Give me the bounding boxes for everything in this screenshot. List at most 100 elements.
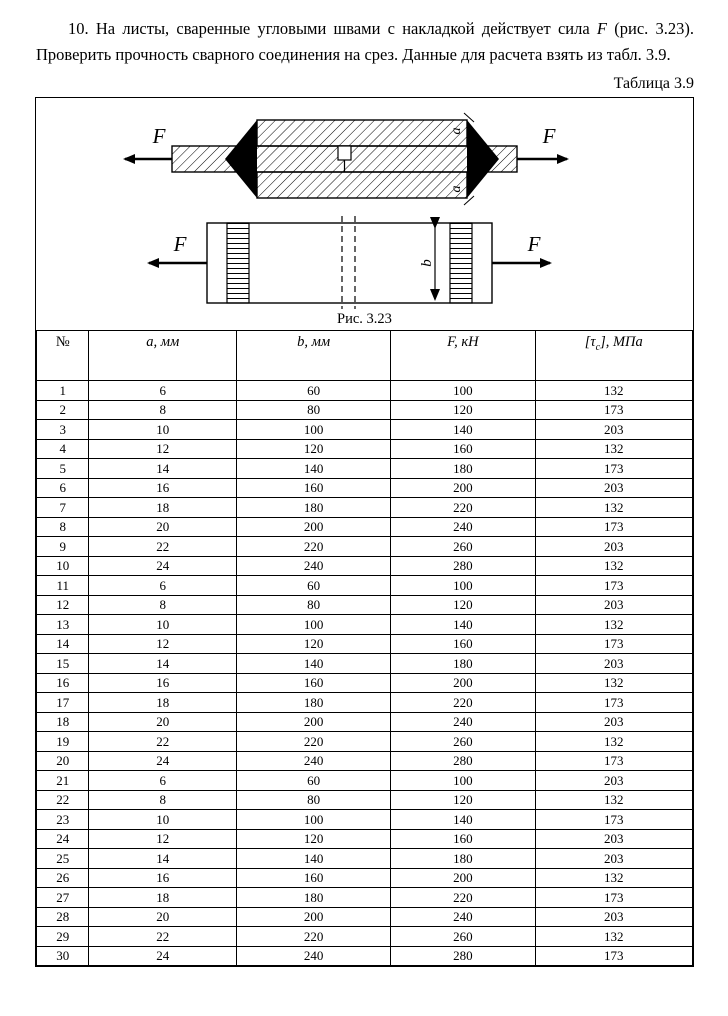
table-cell: 140 bbox=[236, 458, 392, 479]
table-cell: 180 bbox=[390, 848, 536, 869]
table-cell: 132 bbox=[534, 380, 694, 401]
table-cell: 6 bbox=[88, 770, 238, 791]
table-cell: 12 bbox=[35, 594, 90, 616]
table-cell: 14 bbox=[88, 458, 238, 479]
table-cell: 22 bbox=[35, 789, 90, 811]
table-cell: 140 bbox=[390, 809, 536, 830]
dim-a-tick-bottom bbox=[463, 195, 475, 206]
figure: F F a a b bbox=[36, 98, 693, 330]
table-cell: 140 bbox=[390, 614, 536, 635]
table-cell: 173 bbox=[534, 458, 694, 479]
table-cell: 12 bbox=[88, 828, 238, 850]
table-cell: 22 bbox=[88, 536, 238, 557]
table-cell: 240 bbox=[236, 555, 392, 577]
table-cell: 20 bbox=[88, 516, 238, 538]
table-cell: 12 bbox=[88, 438, 238, 460]
force-label-top-right: F bbox=[542, 124, 556, 148]
table-cell: 173 bbox=[534, 399, 694, 421]
table-cell: 160 bbox=[390, 633, 536, 655]
table-cell: 120 bbox=[236, 633, 392, 655]
table-cell: 180 bbox=[236, 887, 392, 908]
table-cell: 160 bbox=[236, 672, 392, 694]
col-header-tau: [τc], МПа bbox=[534, 330, 694, 382]
table-cell: 173 bbox=[534, 692, 694, 713]
table-cell: 10 bbox=[88, 614, 238, 635]
weld-fillet-left bbox=[225, 120, 257, 199]
table-cell: 4 bbox=[35, 438, 90, 460]
table-cell: 25 bbox=[35, 848, 90, 869]
table-cell: 18 bbox=[88, 887, 238, 908]
table-cell: 132 bbox=[534, 926, 694, 947]
table-cell: 100 bbox=[236, 809, 392, 830]
table-cell: 173 bbox=[534, 575, 694, 596]
table-cell: 20 bbox=[88, 906, 238, 928]
table-label: Таблица 3.9 bbox=[613, 75, 694, 93]
table-cell: 132 bbox=[534, 672, 694, 694]
table-cell: 203 bbox=[534, 770, 694, 791]
table-cell: 200 bbox=[236, 516, 392, 538]
table-cell: 180 bbox=[236, 497, 392, 518]
col-header-number: № bbox=[35, 330, 90, 382]
table-cell: 203 bbox=[534, 419, 694, 440]
table-cell: 24 bbox=[88, 750, 238, 772]
force-label-top-left: F bbox=[152, 124, 166, 148]
table-cell: 173 bbox=[534, 516, 694, 538]
tau-pre: [τ bbox=[584, 334, 596, 351]
table-cell: 220 bbox=[390, 497, 536, 518]
table-cell: 132 bbox=[534, 555, 694, 577]
table-cell: 16 bbox=[88, 477, 238, 499]
table-cell: 173 bbox=[534, 809, 694, 830]
table-cell: 240 bbox=[390, 711, 536, 733]
table-cell: 203 bbox=[534, 906, 694, 928]
table-cell: 1 bbox=[35, 380, 90, 401]
table-cell: 10 bbox=[35, 555, 90, 577]
table-cell: 160 bbox=[390, 438, 536, 460]
table-cell: 13 bbox=[35, 614, 90, 635]
table-cell: 200 bbox=[236, 711, 392, 733]
col-header-F: F, кН bbox=[390, 330, 536, 382]
table-cell: 203 bbox=[534, 477, 694, 499]
table-cell: 120 bbox=[390, 789, 536, 811]
table-cell: 100 bbox=[236, 614, 392, 635]
table-cell: 16 bbox=[88, 867, 238, 889]
table-cell: 120 bbox=[236, 828, 392, 850]
table-cell: 200 bbox=[236, 906, 392, 928]
table-cell: 29 bbox=[35, 926, 90, 947]
table-cell: 17 bbox=[35, 692, 90, 713]
problem-box: F F a a b bbox=[35, 97, 694, 968]
table-cell: 173 bbox=[534, 750, 694, 772]
table-cell: 16 bbox=[35, 672, 90, 694]
table-cell: 27 bbox=[35, 887, 90, 908]
table-cell: 60 bbox=[236, 380, 392, 401]
table-cell: 180 bbox=[236, 692, 392, 713]
table-cell: 80 bbox=[236, 789, 392, 811]
table-cell: 173 bbox=[534, 887, 694, 908]
table-cell: 132 bbox=[534, 731, 694, 752]
table-cell: 26 bbox=[35, 867, 90, 889]
table-cell: 132 bbox=[534, 867, 694, 889]
table-cell: 8 bbox=[88, 399, 238, 421]
weld-strip-right bbox=[449, 222, 473, 304]
table-cell: 18 bbox=[35, 711, 90, 733]
table-cell: 260 bbox=[390, 731, 536, 752]
table-cell: 200 bbox=[390, 867, 536, 889]
table-cell: 100 bbox=[390, 575, 536, 596]
table-cell: 180 bbox=[390, 458, 536, 479]
